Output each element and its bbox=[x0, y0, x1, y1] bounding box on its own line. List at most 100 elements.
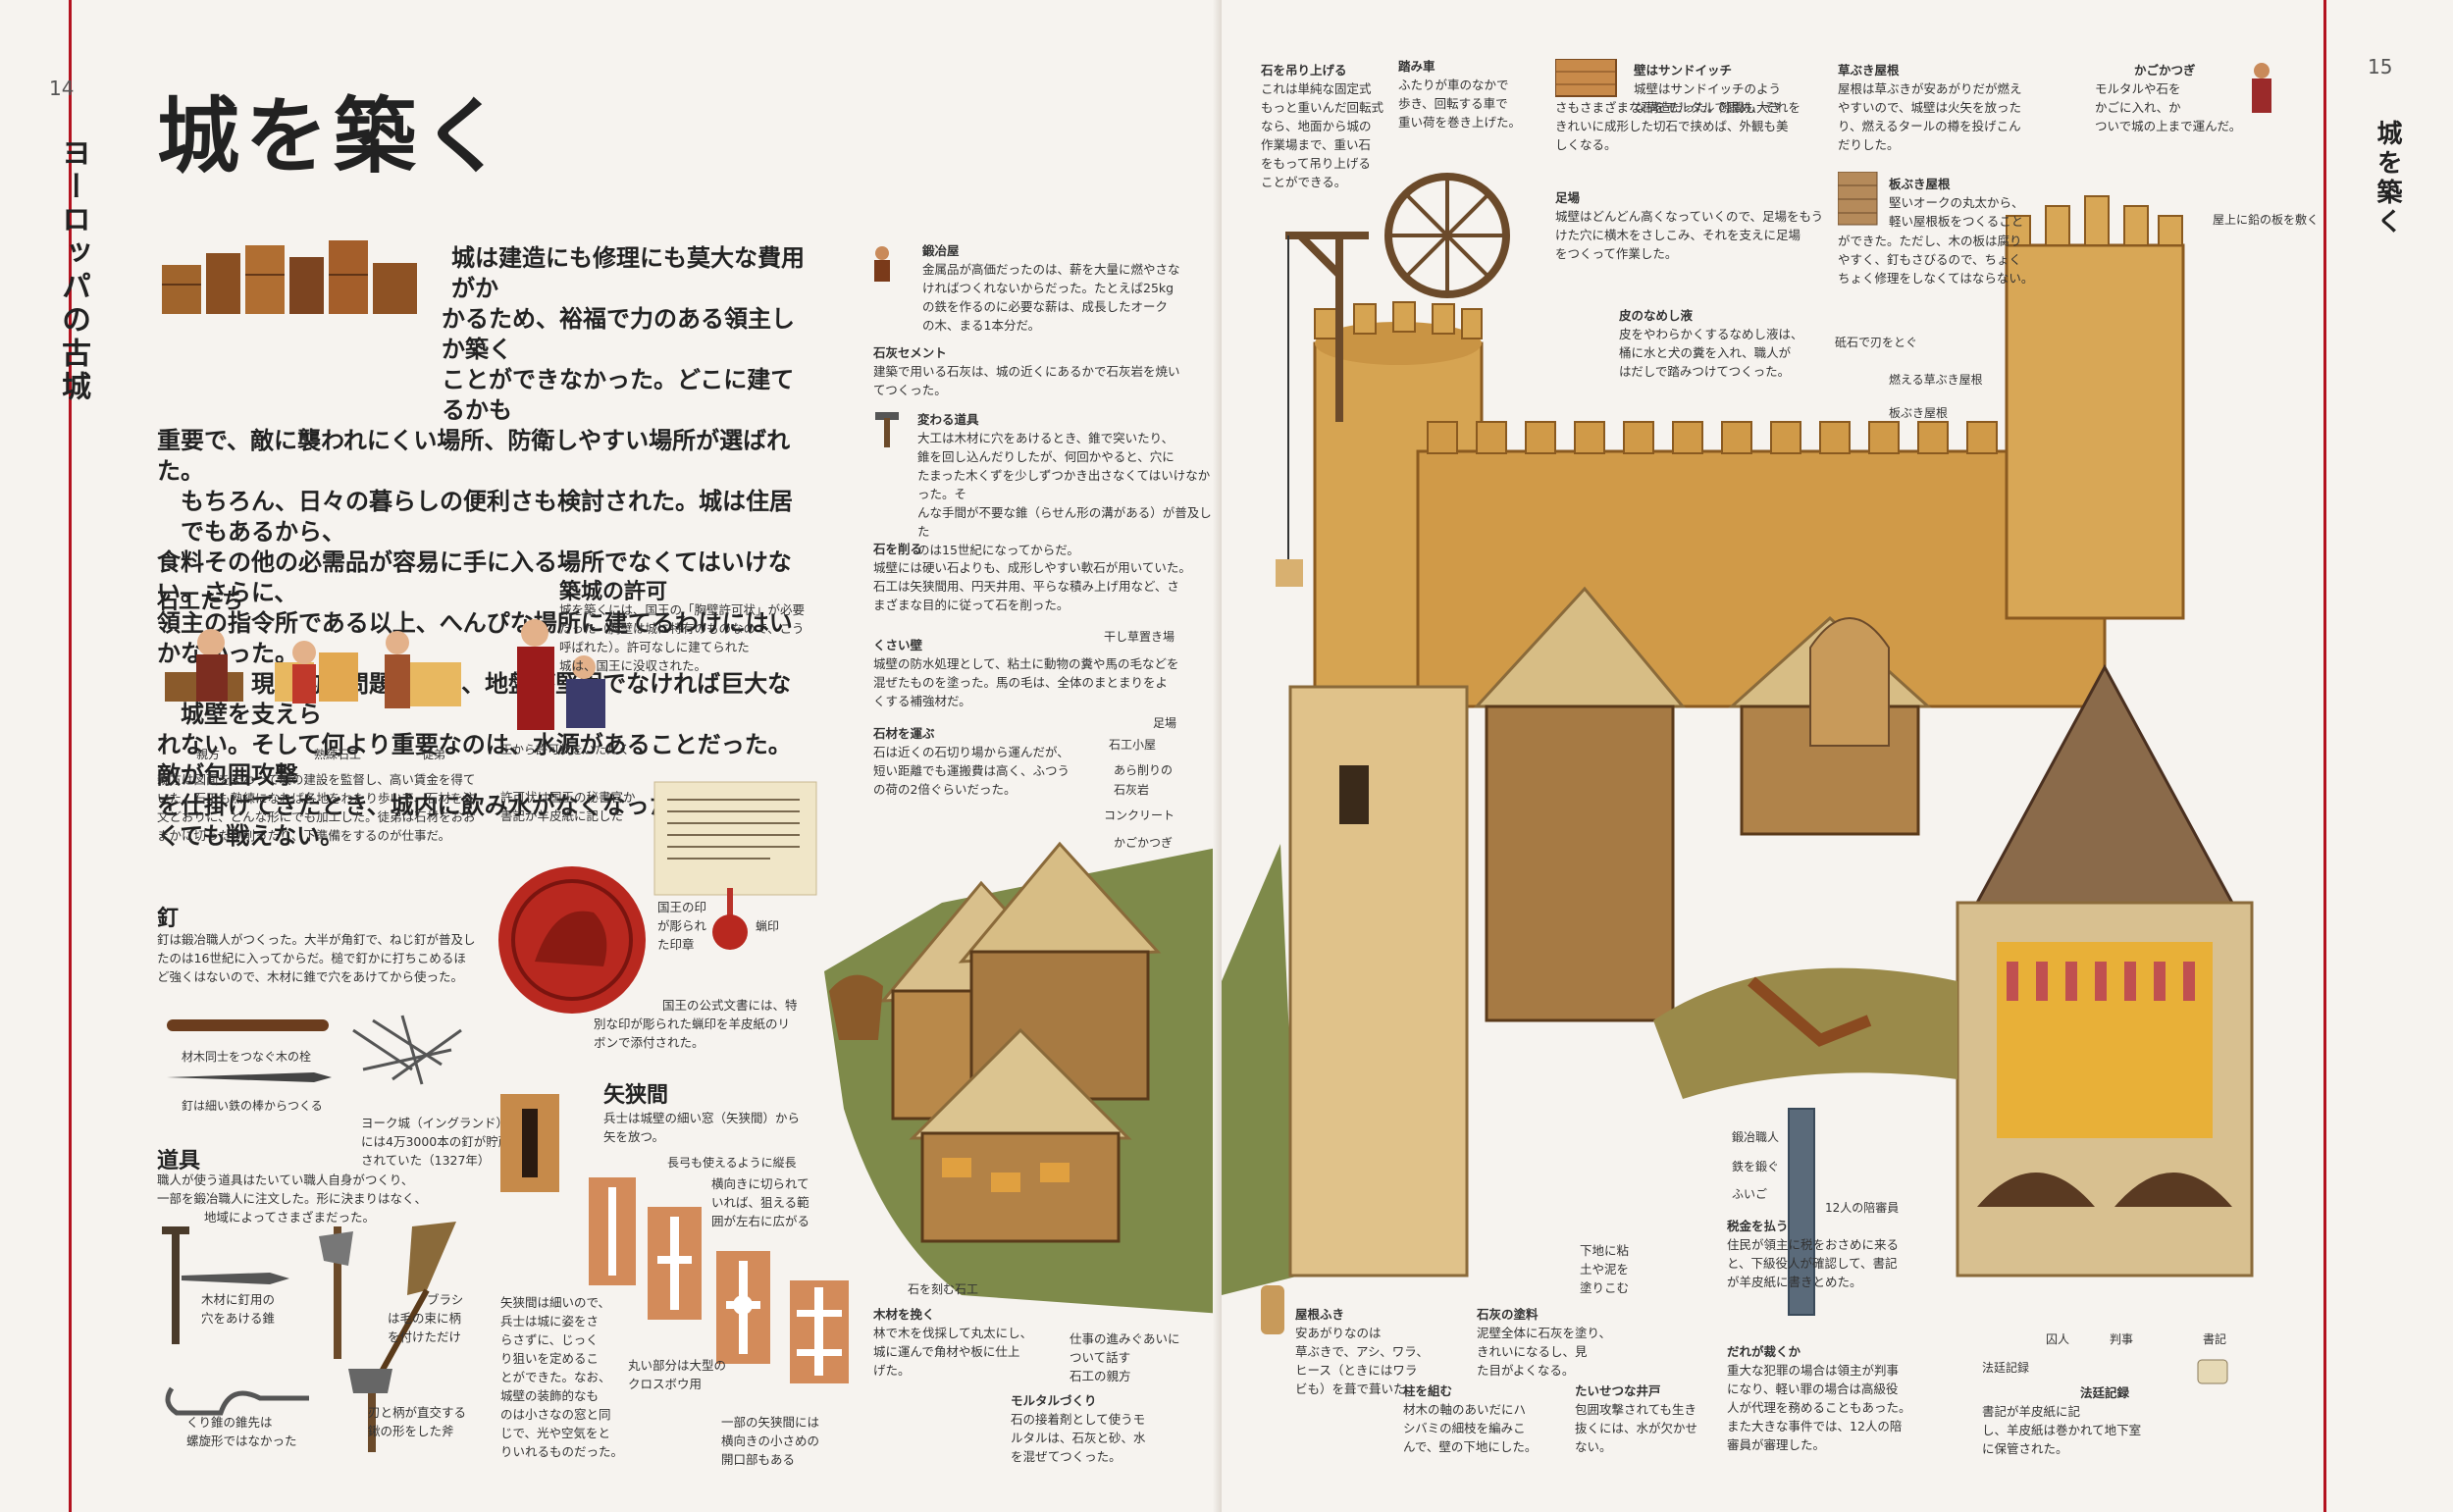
text-line: ちょく修理をしなくてはならない。 bbox=[1838, 271, 2034, 286]
intro-line: もちろん、日々の暮らしの便利さも検討された。城は住居でもあるから、 bbox=[181, 488, 793, 546]
block-board-roof-cont: ができた。ただし、木の板は腐り やすく、釘もさびるので、ちょく ちょく修理をしな… bbox=[1838, 232, 2033, 287]
label-court-record: 法廷記録 bbox=[1982, 1361, 2030, 1375]
text-line: さもさまざまな石をモルタルで固め、それを bbox=[1555, 100, 1801, 115]
hammer-icon bbox=[875, 412, 899, 447]
permit-caption: 王から許可状をいただく bbox=[500, 743, 631, 756]
block-heading: 草ぶき屋根 bbox=[1838, 63, 1900, 78]
text-line: 仕事の進みぐあいに bbox=[1070, 1331, 1180, 1346]
label-basket-carrier: かごかつぎ bbox=[1114, 836, 1174, 850]
text-line: ど強くはないので、木材に錐で穴をあけてから使った。 bbox=[157, 969, 464, 984]
text-line: だりした。 bbox=[1838, 137, 1900, 152]
text-line: 城壁の装飾的なも bbox=[500, 1388, 600, 1403]
text-line: が彫られ bbox=[657, 918, 707, 933]
text-line: 矢を放つ。 bbox=[603, 1129, 665, 1144]
blacksmith-icon bbox=[874, 246, 890, 282]
text-line: 塗りこむ bbox=[1580, 1280, 1630, 1295]
york-text: ヨーク城（イングランド） には4万3000本の釘が貯蔵 されていた（1327年） bbox=[361, 1114, 510, 1170]
label-hay: 干し草置き場 bbox=[1104, 630, 1175, 644]
intro-text: 城は建造にも修理にも莫大な費用がか かるため、裕福で力のある領主しか築く ことが… bbox=[157, 243, 805, 852]
text-line: 国王の公式文書には、特 bbox=[662, 998, 798, 1013]
text-line: 石は近くの石切り場から運んだが、 bbox=[873, 745, 1070, 759]
label-master-talk: 仕事の進みぐあいに ついて話す 石工の親方 bbox=[1070, 1330, 1180, 1385]
tools-illustration bbox=[162, 1222, 456, 1452]
text-line: 兵士は城壁の細い窓（矢狭間）から bbox=[603, 1111, 801, 1125]
intro-line: ことができなかった。どこに建てるかも bbox=[442, 366, 795, 424]
text-line: の鉄を作るのに必要な薪は、成長したオーク bbox=[922, 299, 1169, 314]
block-heading: くさい壁 bbox=[873, 638, 923, 652]
block-heading: 石灰セメント bbox=[873, 345, 947, 360]
text-line: 住民が領主に税をおさめに来る bbox=[1727, 1237, 1900, 1252]
bottom-block-frame: 柱を組む 材木の軸のあいだにハ シバミの細枝を編みこ んで、壁の下地にした。 bbox=[1403, 1382, 1537, 1456]
text-line: たのは16世紀に入ってからだ。槌で釘かに打ちこめるほ bbox=[157, 951, 466, 965]
label-daub: 下地に粘 土や泥を 塗りこむ bbox=[1580, 1241, 1629, 1297]
label-judge: 判事 bbox=[2110, 1332, 2134, 1346]
text-line: 許可状は国王の秘書官か bbox=[500, 790, 636, 805]
tools-heading: 道具 bbox=[157, 1149, 201, 1173]
text-line: 職人が使う道具はたいてい職人自身がつくり、 bbox=[157, 1173, 414, 1187]
masons-text: 親方は図面をまわって城の建設を監督し、高い賃金を得て いた。石工も熟練になれば各… bbox=[157, 770, 476, 845]
text-line: ヨーク城（イングランド） bbox=[361, 1116, 509, 1130]
text-line: 書記が羊皮紙に記 bbox=[1982, 1404, 2081, 1419]
label-board-roof: 板ぶき屋根 bbox=[1889, 406, 1949, 420]
text-line: 刃と柄が直交する bbox=[368, 1405, 467, 1420]
middle-block-cutting: 石を削る 城壁には硬い石よりも、成形しやすい軟石が用いていた。 石工は矢狭間用、… bbox=[873, 540, 1191, 614]
block-heading: 石灰の塗料 bbox=[1477, 1307, 1539, 1322]
text-line: ない。 bbox=[1575, 1439, 1612, 1454]
block-heading: かごかつぎ bbox=[2134, 63, 2196, 78]
middle-block-tools: 変わる道具 大工は木材に穴をあけるとき、錐で突いたり、 錐を回し込んだりしたが、… bbox=[917, 410, 1222, 559]
text-line: 金属品が高価だったのは、薪を大量に燃やさな bbox=[922, 262, 1180, 277]
seal-text: 国王の公式文書には、特 別な印が彫られた蝋印を羊皮紙のリ ボンで添付された。 bbox=[594, 996, 798, 1052]
bottom-block-well: たいせつな井戸 包囲攻撃されても生き 抜くには、水が欠かせ ない。 bbox=[1575, 1382, 1697, 1456]
king-illustration bbox=[517, 619, 605, 730]
text-line: と、下級役人が確認して、書記 bbox=[1727, 1256, 1898, 1271]
bottom-block-mortar: モルタルづくり 石の接着剤として使うモ ルタルは、石灰と砂、水 を混ぜてつくった… bbox=[1011, 1391, 1146, 1466]
bottom-block-lime-paint: 石灰の塗料 泥壁全体に石灰を塗り、 きれいになるし、見 た目がよくなる。 bbox=[1477, 1305, 1611, 1380]
bottom-block-sawing: 木材を挽く 林で木を伐採して丸太にし、 城に運んで角材や板に仕上 げた。 bbox=[873, 1305, 1032, 1380]
block-heading: モルタルづくり bbox=[1011, 1393, 1097, 1408]
label-burning-roof: 燃える草ぶき屋根 bbox=[1889, 373, 1983, 387]
text-line: を付けただけ bbox=[388, 1330, 462, 1344]
text-line: まかに切ったり削ったり、下準備をするのが仕事だ。 bbox=[157, 828, 451, 843]
text-line: 短い距離でも運搬費は高く、ふつう bbox=[873, 763, 1070, 778]
block-scaffold: 足場 城壁はどんどん高くなっていくので、足場をもう けた穴に横木をさしこみ、それ… bbox=[1555, 188, 1823, 263]
text-line: になり、軽い罪の場合は高級役 bbox=[1727, 1382, 1899, 1396]
bottom-block-thatching: 屋根ふき 安あがりなのは 草ぶきで、アシ、ワラ、 ヒース（ときにはワラ ビも）を… bbox=[1295, 1305, 1429, 1398]
text-line: 螺旋形ではなかった bbox=[186, 1434, 297, 1448]
label-limestone: 石灰岩 bbox=[1114, 783, 1150, 797]
text-line: 土や泥を bbox=[1580, 1262, 1630, 1277]
middle-block-wall: くさい壁 城壁の防水処理として、粘土に動物の糞や馬の毛などを 混ぜたものを塗った… bbox=[873, 636, 1179, 710]
wall-section-icon bbox=[1555, 59, 1617, 97]
wooden-peg-illustration bbox=[167, 1019, 329, 1031]
text-line: かごに入れ、か bbox=[2095, 100, 2181, 115]
iron-rod-illustration bbox=[167, 1072, 332, 1082]
text-line: 下地に粘 bbox=[1580, 1243, 1630, 1258]
right-red-rule bbox=[2323, 0, 2326, 1512]
bottom-block-judge: だれが裁くか 重大な犯罪の場合は領主が判事 になり、軽い罪の場合は高級役 人が代… bbox=[1727, 1342, 1911, 1454]
label-prisoner: 囚人 bbox=[2046, 1332, 2070, 1346]
block-heading: 壁はサンドイッチ bbox=[1634, 63, 1733, 78]
text-line: 城壁の防水処理として、粘土に動物の糞や馬の毛などを bbox=[873, 656, 1179, 671]
round-slot-label: 丸い部分は大型の クロスボウ用 bbox=[628, 1356, 726, 1393]
basket-carrier-icon bbox=[2252, 63, 2271, 113]
text-line: はだしで踏みつけてつくった。 bbox=[1619, 364, 1791, 379]
block-thatch-roof: 草ぶき屋根 屋根は草ぶきが安あがりだが燃え やすいので、城壁は火矢を放った り、… bbox=[1838, 61, 2022, 154]
block-heading: 屋根ふき bbox=[1295, 1307, 1345, 1322]
text-line: モルタルや石を bbox=[2095, 81, 2181, 96]
text-line: 別な印が彫られた蝋印を羊皮紙のリ bbox=[594, 1017, 791, 1031]
text-line: に保管された。 bbox=[1982, 1441, 2068, 1456]
text-line: じで、光や空気をと bbox=[500, 1426, 611, 1440]
block-heading: 踏み車 bbox=[1398, 59, 1435, 74]
text-line: 国王の印 bbox=[657, 900, 707, 914]
text-line: 堅いオークの丸太から、 bbox=[1889, 195, 2024, 210]
text-line: 城に運んで角材や板に仕上 bbox=[873, 1344, 1020, 1359]
text-line: クロスボウ用 bbox=[628, 1377, 703, 1391]
label-carving-mason: 石を刻む石工 bbox=[908, 1282, 979, 1296]
text-line: り狙いを定めるこ bbox=[500, 1351, 600, 1366]
block-heading: 足場 bbox=[1555, 190, 1581, 205]
text-line: 混ぜたものを塗った。馬の毛は、全体のまとまりをよ bbox=[873, 675, 1169, 690]
label-scaffold: 足場 bbox=[1153, 716, 1177, 730]
text-line: なら、地面から城の bbox=[1261, 119, 1372, 133]
text-line: 屋根は草ぶきが安あがりだが燃え bbox=[1838, 81, 2022, 96]
text-line: 釘は鍛冶職人がつくった。大半が角釘で、ねじ釘が普及し bbox=[157, 932, 476, 947]
intro-line: 食料その他の必需品が容易に手に入る場所でなくてはいけない。さらに、 bbox=[157, 548, 792, 606]
